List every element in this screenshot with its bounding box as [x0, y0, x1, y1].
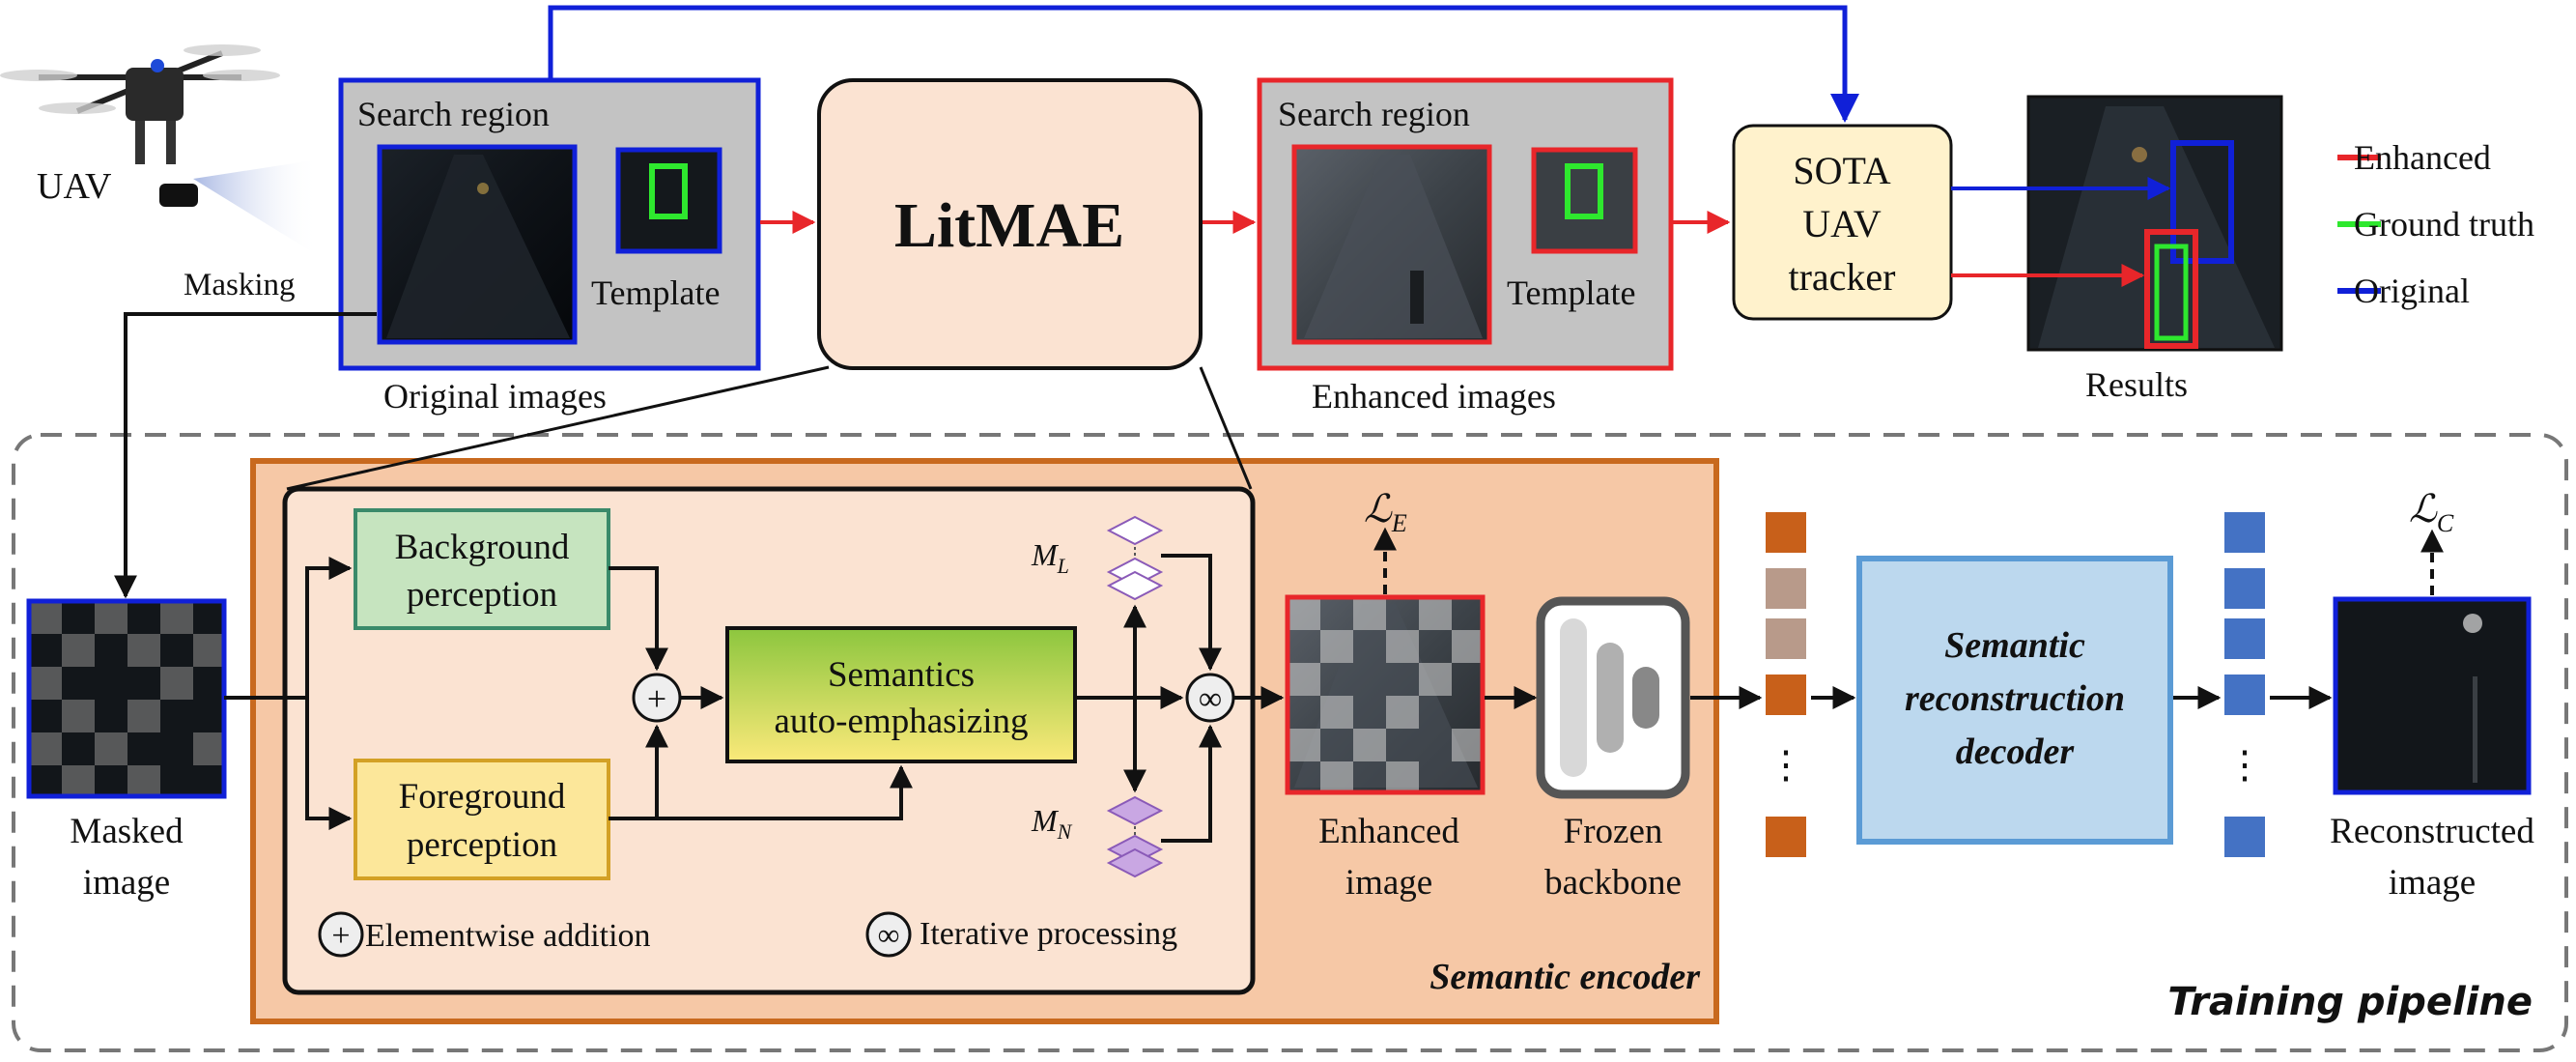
- enhanced-image-caption-1: Enhanced: [1318, 812, 1459, 851]
- legend-add-icon: [318, 911, 364, 958]
- original-template-gt-box: [649, 163, 688, 219]
- masked-caption-line-1: Masked: [70, 812, 184, 851]
- decoded-tokens-ellipsis: ⋮: [2225, 743, 2264, 787]
- legend-original-label: Original: [2354, 272, 2470, 310]
- original-search-region-label: Search region: [357, 95, 550, 133]
- encoded-tokens-ellipsis: ⋮: [1767, 743, 1805, 787]
- reconstructed-caption-1: Reconstructed: [2330, 812, 2534, 851]
- results-ground-truth-box: [2154, 244, 2189, 341]
- le-symbol: ℒE: [1364, 487, 1407, 537]
- lc-symbol: ℒC: [2409, 487, 2454, 537]
- frozen-backbone-icon: [1536, 596, 1690, 799]
- arrow-original-to-masked: [114, 312, 377, 599]
- original-template-label: Template: [591, 273, 720, 312]
- legend: Enhanced Ground truth Original: [2337, 138, 2534, 310]
- legend-enhanced-label: Enhanced: [2354, 138, 2491, 177]
- reconstructed-image: [2333, 596, 2532, 795]
- semantic-reconstruction-decoder-box: [1856, 556, 2173, 845]
- uav-label: UAV: [37, 166, 112, 207]
- zoom-line-left: [286, 365, 830, 491]
- arrow-split-to-foreground: [305, 698, 353, 830]
- results-caption: Results: [2085, 365, 2188, 404]
- arrow-original-to-tracker: [548, 5, 1859, 123]
- backbone-caption-2: backbone: [1544, 863, 1682, 903]
- uav-drone-icon: [0, 44, 319, 256]
- pipeline-enhanced-image: [1285, 594, 1486, 795]
- plus-glyph: +: [647, 679, 666, 718]
- legend-iter-glyph: ∞: [878, 917, 900, 952]
- litmae-box: [817, 78, 1203, 370]
- masked-caption-line-2: image: [83, 863, 170, 903]
- semantics-line-1: Semantics: [828, 655, 975, 695]
- training-pipeline-frame: [12, 433, 2568, 1052]
- arrow-split-to-background: [305, 557, 353, 698]
- arrow-background-to-add: [609, 566, 668, 672]
- infinity-glyph: ∞: [1199, 681, 1222, 717]
- tracker-line-2: UAV: [1802, 202, 1882, 245]
- ml-feature-stack-icon: [1106, 515, 1164, 601]
- sota-tracker-box: [1732, 124, 1953, 321]
- background-line-2: perception: [407, 575, 557, 615]
- foreground-line-1: Foreground: [399, 777, 566, 817]
- zoom-line-right: [1199, 366, 1253, 490]
- original-images-caption: Original images: [383, 377, 607, 416]
- tracker-line-1: SOTA: [1793, 149, 1890, 192]
- semantic-encoder-label: Semantic encoder: [1430, 957, 1701, 997]
- decoder-line-1: Semantic: [1944, 625, 2085, 666]
- decoder-line-2: reconstruction: [1905, 678, 2125, 719]
- results-original-box: [2170, 140, 2234, 264]
- enhanced-template-label: Template: [1507, 273, 1635, 312]
- results-enhanced-box: [2144, 229, 2198, 349]
- reconstructed-caption-2: image: [2389, 863, 2476, 903]
- ml-symbol: ML: [1031, 537, 1069, 578]
- foreground-line-2: perception: [407, 825, 557, 865]
- enhanced-template-gt-box: [1565, 163, 1603, 219]
- litmae-label: LitMAE: [894, 190, 1124, 261]
- enhanced-images-caption: Enhanced images: [1312, 377, 1556, 416]
- background-perception-box: [354, 508, 610, 630]
- arrow-foreground-to-semantics: [657, 764, 913, 820]
- semantics-line-2: auto-emphasizing: [774, 702, 1028, 741]
- foreground-perception-box: [354, 759, 610, 880]
- tracker-line-3: tracker: [1788, 255, 1895, 299]
- enhanced-search-region-label: Search region: [1278, 95, 1470, 133]
- decoded-tokens: [2224, 512, 2265, 857]
- masking-label: Masking: [184, 268, 296, 302]
- original-images-panel: Search region Template: [338, 77, 761, 371]
- decoder-line-3: decoder: [1956, 732, 2076, 772]
- pipeline-arrows: [114, 312, 2333, 843]
- encoded-tokens: [1766, 512, 1806, 857]
- arrow-mn-to-infinity: [1161, 724, 1222, 843]
- legend-add-label: Elementwise addition: [365, 918, 651, 954]
- background-line-1: Background: [395, 528, 570, 567]
- legend-add-glyph: +: [331, 918, 350, 954]
- arrow-ml-to-infinity: [1161, 554, 1222, 672]
- enhanced-images-panel: Search region Template: [1257, 77, 1674, 371]
- mn-feature-stack-icon: [1106, 795, 1164, 878]
- backbone-caption-1: Frozen: [1564, 812, 1663, 851]
- legend-iter-icon: [865, 911, 912, 958]
- training-pipeline-title: Training pipeline: [2167, 980, 2533, 1024]
- masked-image: [26, 598, 227, 799]
- legend-iter-label: Iterative processing: [920, 916, 1177, 952]
- mn-symbol: MN: [1031, 803, 1073, 844]
- semantics-auto-emphasizing-box: [725, 626, 1077, 763]
- legend-ground-truth-label: Ground truth: [2354, 205, 2534, 244]
- results-image: [2026, 95, 2283, 352]
- enhanced-image-caption-2: image: [1345, 863, 1432, 903]
